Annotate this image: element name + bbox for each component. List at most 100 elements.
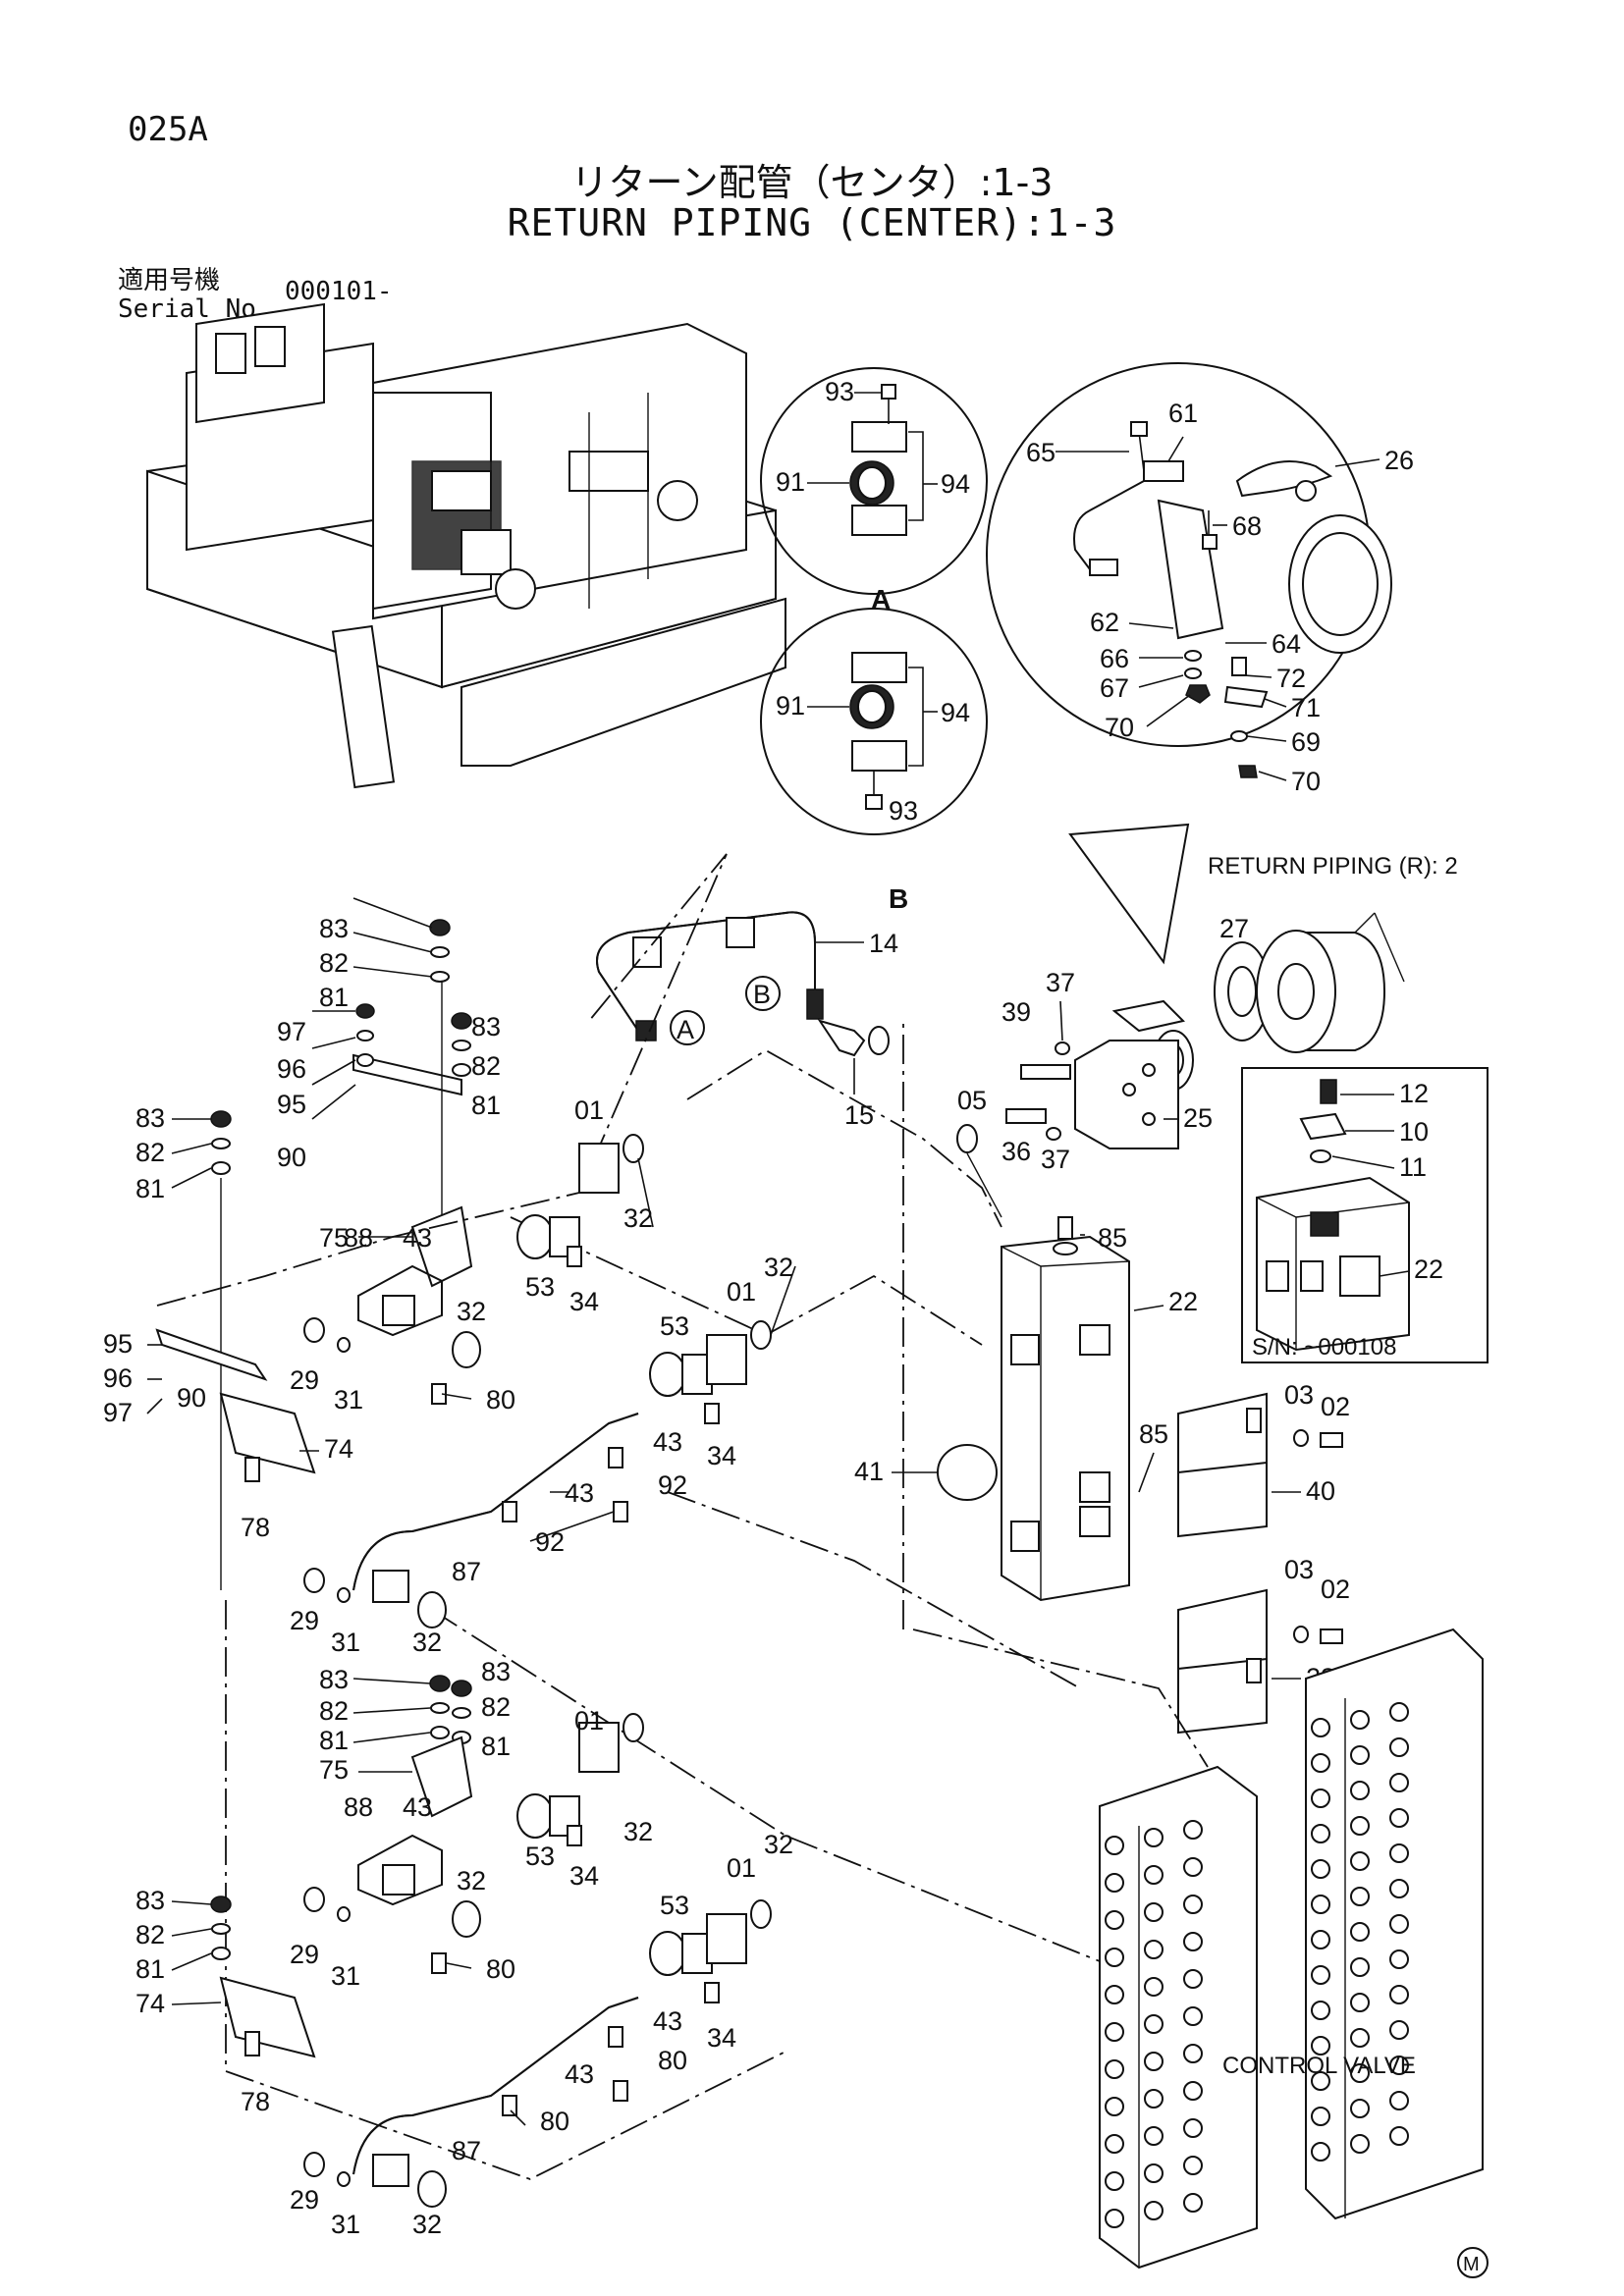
part-label-64: 64 (1272, 629, 1301, 659)
part-label-34-b: 34 (707, 1441, 736, 1470)
part-label-90-b: 90 (177, 1383, 206, 1413)
part-label-91-b: 91 (776, 691, 805, 721)
part-label-65: 65 (1026, 438, 1056, 467)
part-label-43-e: 43 (653, 2006, 682, 2036)
valve-port-0-4-1 (1144, 1977, 1164, 1997)
centerline-filter-link (686, 1048, 1002, 1228)
bracket-74-upper (219, 1392, 316, 1474)
valve-port-1-5-2 (1389, 1879, 1409, 1898)
part-label-81-a: 81 (319, 983, 349, 1012)
part-label-53-d: 53 (660, 1891, 689, 1920)
valve-port-0-10-1 (1144, 2201, 1164, 2220)
valve-port-1-8-1 (1350, 1993, 1370, 2012)
part-label-34-a: 34 (569, 1287, 599, 1316)
valve-port-1-2-2 (1389, 1773, 1409, 1792)
valve-port-1-3-2 (1389, 1808, 1409, 1828)
part-label-03-b: 03 (1284, 1555, 1314, 1584)
filter-detail-box (1241, 1067, 1489, 1363)
valve-port-0-8-0 (1105, 2134, 1124, 2154)
part-label-62: 62 (1090, 608, 1119, 637)
valve-port-0-5-1 (1144, 2014, 1164, 2034)
valve-port-0-5-2 (1183, 2006, 1203, 2026)
detail-b-label: B (889, 883, 908, 914)
part-label-83-e: 83 (481, 1657, 511, 1686)
part-label-32-f: 32 (457, 1866, 486, 1896)
part-label-82-e: 82 (481, 1692, 511, 1722)
valve-port-1-7-2 (1389, 1949, 1409, 1969)
valve-port-0-8-1 (1144, 2126, 1164, 2146)
serial-number-value: 000101- (285, 277, 393, 306)
valve-port-1-7-1 (1350, 1957, 1370, 1977)
part-label-95-b: 95 (103, 1329, 133, 1359)
detail-view-b (760, 608, 988, 835)
marker-b-label: B (753, 980, 771, 1009)
part-label-83-c: 83 (135, 1103, 165, 1133)
part-label-81-f: 81 (135, 1954, 165, 1984)
valve-port-1-10-1 (1350, 2063, 1370, 2083)
bracket-90-lower (155, 1328, 268, 1381)
upper-mount-hardware (210, 919, 473, 1590)
part-label-97-b: 97 (103, 1398, 133, 1427)
valve-port-1-12-0 (1311, 2142, 1330, 2162)
valve-port-1-1-1 (1350, 1745, 1370, 1765)
part-label-78-b: 78 (241, 2087, 270, 2116)
serial-label-japanese: 適用号機 (118, 266, 221, 295)
upper-fittings (516, 1134, 772, 1522)
valve-port-0-10-0 (1105, 2209, 1124, 2228)
part-label-67: 67 (1100, 673, 1129, 703)
part-label-88-a: 88 (344, 1223, 373, 1253)
part-label-29-b: 29 (290, 1606, 319, 1635)
part-label-15: 15 (844, 1100, 874, 1130)
part-label-88-b: 88 (344, 1792, 373, 1822)
page-title-japanese: リターン配管（センタ）:1-3 (570, 161, 1054, 204)
bracket-40 (1177, 1392, 1343, 1538)
part-label-05: 05 (957, 1086, 987, 1115)
valve-port-0-1-1 (1144, 1865, 1164, 1885)
control-valve-ports (1105, 1702, 1409, 2228)
return-piping-r-flange (1214, 912, 1405, 1053)
part-label-43-b: 43 (653, 1427, 682, 1457)
trademark-circle (1457, 2247, 1489, 2278)
part-label-26: 26 (1384, 446, 1414, 475)
part-label-34-d: 34 (707, 2023, 736, 2053)
machine-overview-illustration (146, 302, 786, 789)
part-label-82-c: 82 (135, 1138, 165, 1167)
valve-port-1-5-0 (1311, 1895, 1330, 1914)
part-label-70: 70 (1105, 713, 1134, 742)
part-label-03: 03 (1284, 1380, 1314, 1410)
part-label-32-h: 32 (412, 2210, 442, 2239)
part-label-53-b: 53 (660, 1311, 689, 1341)
part-label-31-b: 31 (331, 1628, 360, 1657)
part-label-91: 91 (776, 467, 805, 497)
part-label-94: 94 (941, 469, 970, 499)
part-label-82-a: 82 (319, 948, 349, 978)
centerline-control-valve (912, 1629, 1209, 1768)
valve-port-1-4-1 (1350, 1851, 1370, 1871)
marker-circle-a (670, 1010, 705, 1045)
valve-port-0-2-0 (1105, 1910, 1124, 1930)
valve-port-0-9-1 (1144, 2163, 1164, 2183)
valve-port-1-3-0 (1311, 1824, 1330, 1843)
valve-port-0-6-1 (1144, 2052, 1164, 2071)
part-label-31-d: 31 (331, 2210, 360, 2239)
detail-view-a (760, 367, 988, 595)
o-ring-41 (937, 1444, 998, 1501)
valve-port-1-5-1 (1350, 1887, 1370, 1906)
valve-port-1-4-2 (1389, 1843, 1409, 1863)
detail-view-sensor-clamp (986, 362, 1392, 965)
valve-port-0-8-2 (1183, 2118, 1203, 2138)
part-label-83-f: 83 (135, 1886, 165, 1915)
part-label-85: 85 (1098, 1223, 1127, 1253)
part-label-71: 71 (1291, 693, 1321, 722)
part-label-87-b: 87 (452, 2136, 481, 2165)
valve-port-0-3-2 (1183, 1932, 1203, 1951)
part-label-61: 61 (1168, 399, 1198, 428)
part-label-78-a: 78 (241, 1513, 270, 1542)
valve-port-0-9-2 (1183, 2156, 1203, 2175)
part-label-40: 40 (1306, 1476, 1335, 1506)
part-label-43-c: 43 (565, 1478, 594, 1508)
page-code: 025A (128, 110, 208, 149)
valve-port-1-6-2 (1389, 1914, 1409, 1934)
part-label-96-a: 96 (277, 1054, 306, 1084)
